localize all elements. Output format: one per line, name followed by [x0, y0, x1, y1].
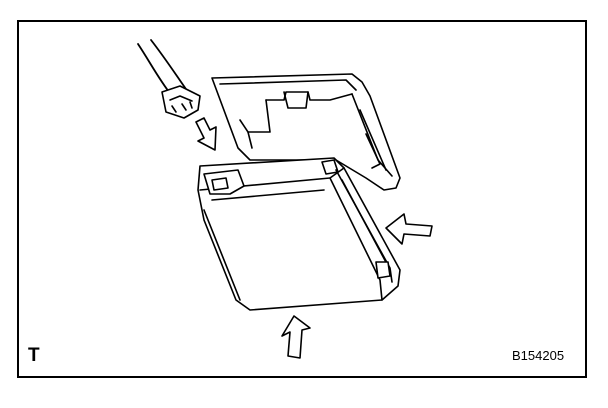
arrow-up-icon — [281, 315, 311, 359]
arrow-left-icon — [385, 213, 433, 245]
control-module — [197, 157, 401, 311]
arrow-down-right-icon — [195, 117, 217, 151]
corner-letter: T — [28, 345, 40, 366]
wire-harness — [137, 39, 201, 119]
mounting-bracket — [211, 73, 401, 191]
figure-code: B154205 — [512, 348, 565, 363]
